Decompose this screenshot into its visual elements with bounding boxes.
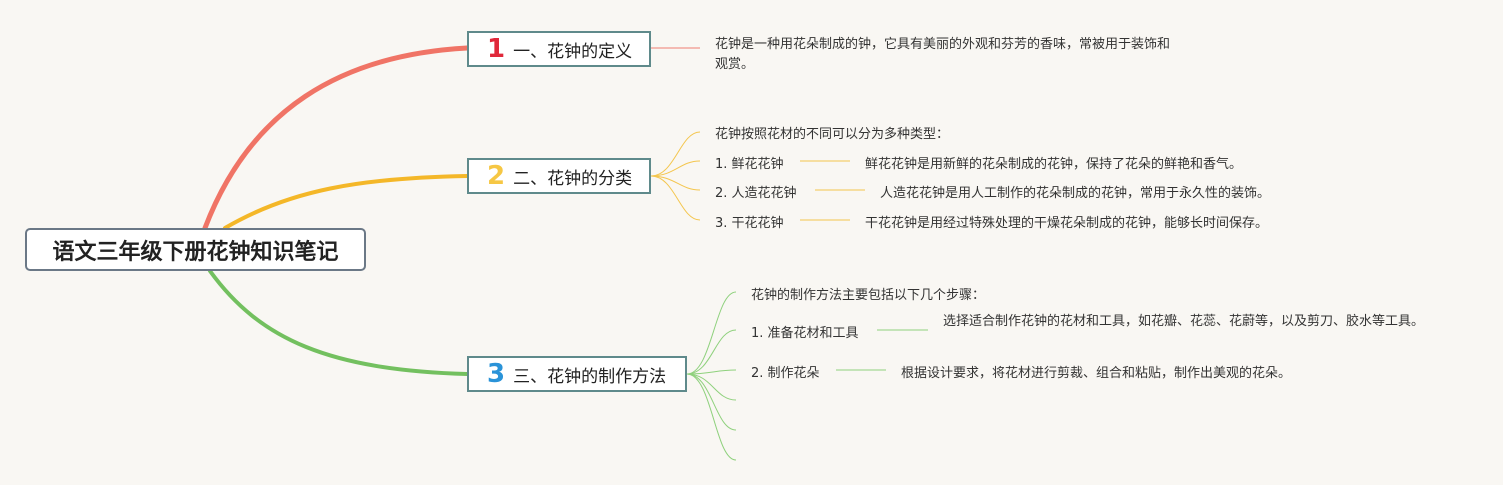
classification-item-desc: 鲜花花钟是用新鲜的花朵制成的花钟，保持了花朵的鲜艳和香气。	[865, 157, 1243, 172]
definition-text-line1: 花钟是一种用花朵制成的钟，它具有美丽的外观和芬芳的香味，常被用于装饰和	[715, 37, 1171, 52]
classification-item-label: 2. 人造花花钟	[715, 186, 797, 201]
topic-label: 三、花钟的制作方法	[513, 366, 667, 387]
number-1-icon: 1	[487, 34, 506, 64]
classification-intro: 花钟按照花材的不同可以分为多种类型：	[715, 127, 950, 142]
topic-definition[interactable]: 1 一、花钟的定义	[467, 31, 651, 67]
classification-connectors	[650, 131, 865, 221]
method-intro: 花钟的制作方法主要包括以下几个步骤：	[751, 288, 986, 303]
branch-3-connector	[208, 269, 469, 376]
topic-method[interactable]: 3 三、花钟的制作方法	[467, 356, 687, 392]
classification-item-label: 3. 干花花钟	[715, 216, 784, 231]
topic-classification[interactable]: 2 二、花钟的分类	[467, 158, 651, 194]
central-topic[interactable]: 语文三年级下册花钟知识笔记	[25, 228, 366, 271]
classification-item-desc: 人造花花钟是用人工制作的花朵制成的花钟，常用于永久性的装饰。	[880, 186, 1271, 201]
number-2-icon: 2	[487, 161, 506, 191]
method-connectors	[686, 291, 928, 461]
definition-text-line2: 观赏。	[715, 57, 755, 72]
classification-item-desc: 干花花钟是用经过特殊处理的干燥花朵制成的花钟，能够长时间保存。	[865, 216, 1269, 231]
method-item-desc: 根据设计要求，将花材进行剪裁、组合和粘贴，制作出美观的花朵。	[901, 366, 1292, 381]
method-item-desc: 选择适合制作花钟的花材和工具，如花瓣、花蕊、花蔚等，以及剪刀、胶水等工具。	[943, 314, 1425, 329]
central-topic-label: 语文三年级下册花钟知识笔记	[52, 239, 339, 265]
method-item-label: 2. 制作花朵	[751, 366, 820, 381]
method-item-label: 1. 准备花材和工具	[751, 326, 859, 341]
branch-2-connector	[223, 174, 469, 230]
topic-label: 一、花钟的定义	[513, 41, 633, 62]
number-3-icon: 3	[487, 359, 506, 389]
branch-1-connector	[202, 45, 470, 231]
classification-item-label: 1. 鲜花花钟	[715, 157, 784, 172]
topic-label: 二、花钟的分类	[513, 168, 633, 189]
